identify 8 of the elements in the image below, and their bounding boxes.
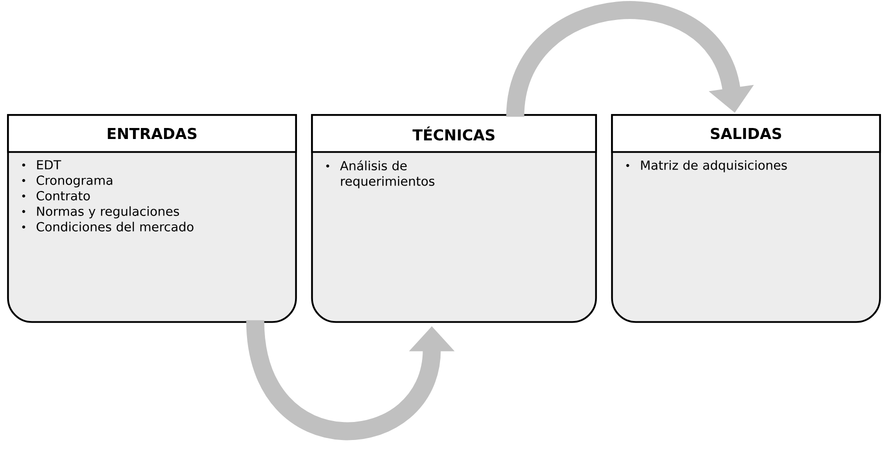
- list-item: Análisis de requerimientos: [326, 160, 434, 188]
- list-item: Matriz de adquisiciones: [626, 160, 787, 172]
- list-item: Normas y regulaciones: [22, 206, 180, 218]
- list-item: Contrato: [22, 191, 90, 200]
- list-item: Condiciones del mercado: [22, 222, 194, 232]
- list-item: EDT: [22, 160, 62, 170]
- list-item: Cronograma: [22, 176, 112, 188]
- curved-arrow: [506, 2, 754, 118]
